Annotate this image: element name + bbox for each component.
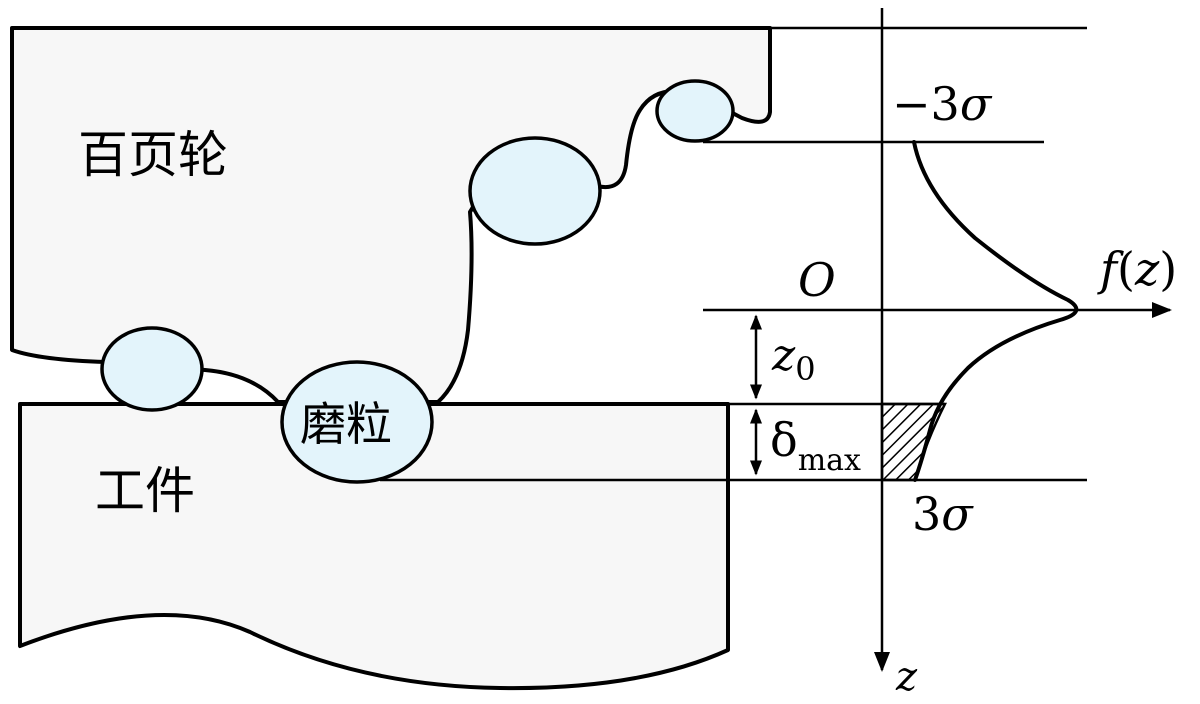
grain-contact	[280, 360, 434, 484]
grain-left	[100, 326, 204, 412]
neg-3sigma-symbol: σ	[960, 77, 993, 131]
f-of-z-label: f(z)	[1097, 242, 1177, 296]
wheel-label: 百页轮	[78, 126, 228, 184]
workpiece-body	[18, 402, 730, 691]
delta-symbol: δ	[770, 413, 798, 467]
pos-3sigma-symbol: σ	[941, 487, 974, 541]
f-of-z-var: z	[1134, 242, 1160, 296]
z-axis-label: z	[895, 654, 918, 700]
delta-max-label: δmax	[770, 413, 861, 478]
z0-sub: 0	[795, 350, 815, 388]
f-of-z-open: (	[1117, 242, 1135, 296]
distribution-curve	[912, 140, 1079, 482]
workpiece-label: 工件	[95, 462, 195, 520]
neg-3sigma-label: −3σ	[892, 77, 993, 131]
neg-3sigma-number: −3	[892, 77, 960, 131]
pos-3sigma-number: 3	[912, 487, 941, 541]
f-of-z-close: )	[1159, 242, 1177, 296]
delta-sub: max	[798, 443, 861, 478]
pos-3sigma-label: 3σ	[912, 487, 974, 541]
z0-var: z	[771, 330, 796, 381]
grain-top-small	[655, 79, 735, 143]
grain-label: 磨粒	[300, 397, 392, 451]
z0-label: z0	[771, 330, 816, 388]
grain-upper-large	[468, 136, 602, 246]
origin-label: O	[798, 253, 836, 307]
